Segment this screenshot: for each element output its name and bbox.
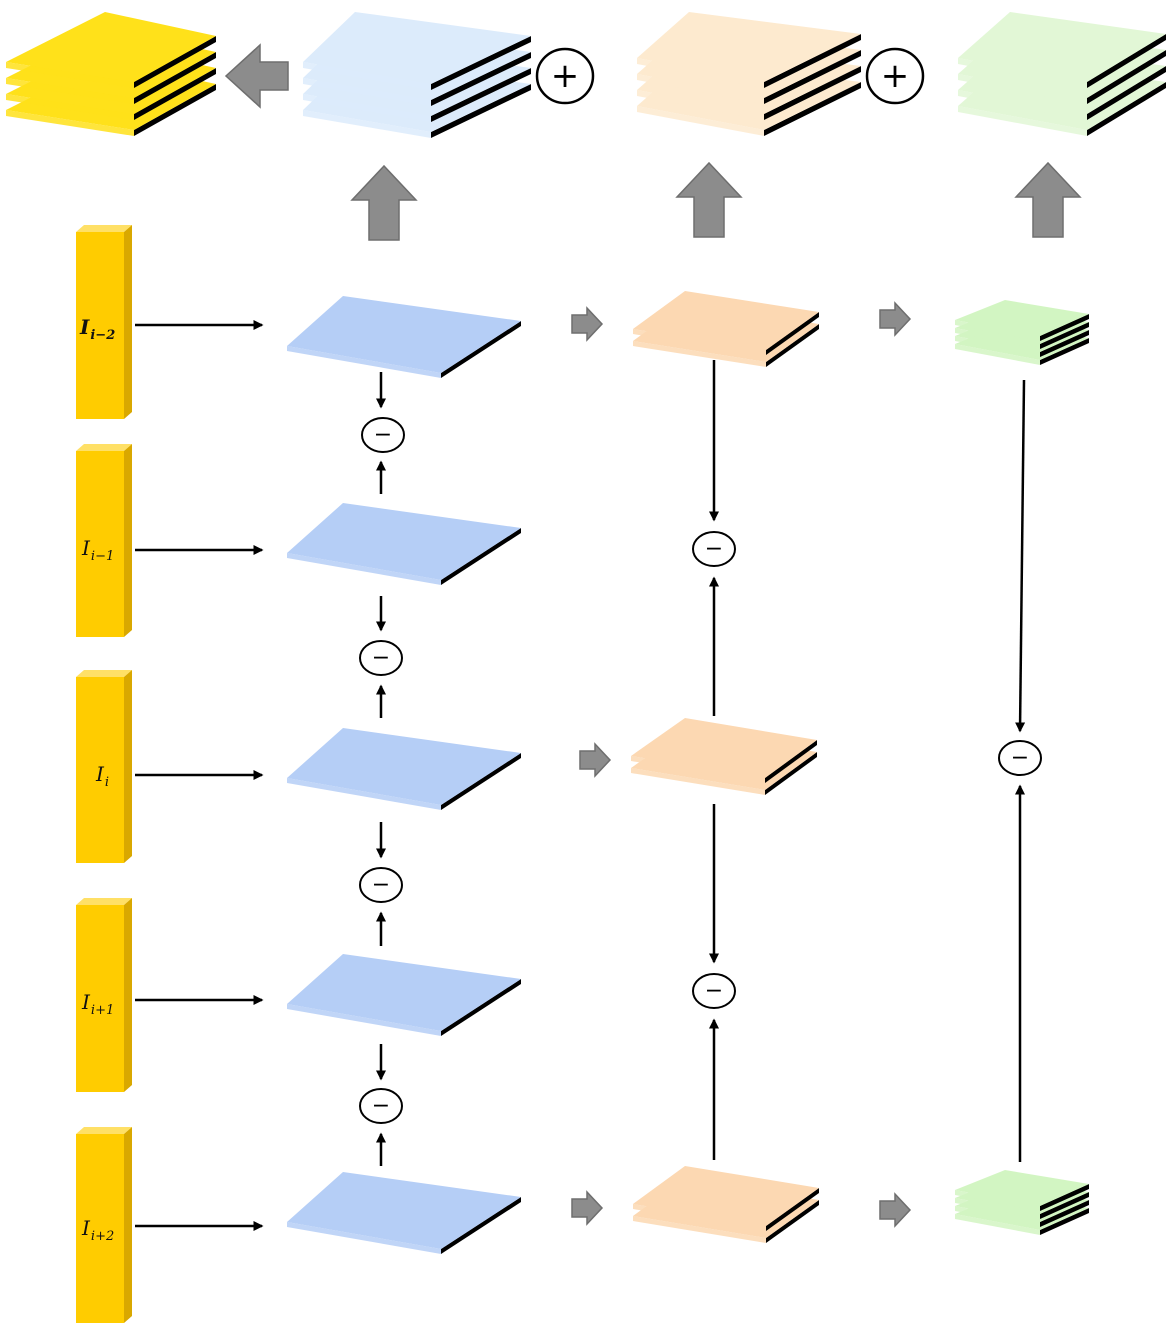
frame-label-3: Ii xyxy=(96,762,109,790)
up-arrow-orange xyxy=(675,161,743,238)
up-arrow-green xyxy=(1014,161,1082,238)
orange-feature-stack-1-layer xyxy=(633,291,819,355)
blue-feature-map-1 xyxy=(287,296,521,378)
aggregate-stack-blue xyxy=(303,12,531,138)
add-operator-2: + xyxy=(865,47,925,105)
frame-label-2-base: I xyxy=(82,536,90,560)
frame-bar-i-minus-2 xyxy=(76,225,132,419)
add-operator-2-symbol: + xyxy=(881,56,910,96)
blue-feature-map-5 xyxy=(287,1172,521,1254)
subtract-operator-blue-3-symbol: − xyxy=(372,873,390,898)
aggregate-stack-blue-layer xyxy=(303,12,531,90)
subtract-operator-blue-1-symbol: − xyxy=(374,423,392,448)
output-stack-yellow-layer xyxy=(6,12,216,88)
frame-bar-i-plus-1 xyxy=(76,898,132,1092)
orange-feature-stack-1 xyxy=(633,291,819,367)
green-feature-stack-5-layer xyxy=(955,1170,1089,1211)
subtract-operator-blue-4-symbol: − xyxy=(372,1094,390,1119)
left-arrow-output xyxy=(224,43,289,109)
orange-feature-stack-5 xyxy=(633,1166,819,1243)
blue-feature-map-1-layer xyxy=(287,296,521,378)
subtract-operator-green-1-symbol: − xyxy=(1011,746,1029,771)
gray-small-arrows xyxy=(571,301,912,1228)
subtract-operator-blue-3: − xyxy=(359,867,403,903)
aggregate-stack-orange-layer xyxy=(637,12,861,88)
add-operator-1: + xyxy=(535,47,595,105)
gray-up-arrows xyxy=(224,43,1082,241)
small-arrow-1 xyxy=(571,306,604,342)
blue-feature-map-2 xyxy=(287,503,521,585)
orange-feature-stack-5-layer xyxy=(633,1166,819,1231)
blue-feature-map-4-layer xyxy=(287,954,521,1036)
frame-to-feature-arrows xyxy=(135,320,264,1231)
frame-label-1: Ii−2 xyxy=(80,315,115,343)
feature-stacks xyxy=(6,12,1166,1254)
green-feature-stack-1-layer xyxy=(955,300,1089,341)
subtract-operator-blue-4: − xyxy=(359,1088,403,1124)
frame-label-1-base: I xyxy=(80,315,90,339)
up-arrow-blue xyxy=(350,164,418,241)
aggregate-stack-green xyxy=(958,12,1166,136)
subtract-operator-blue-2: − xyxy=(359,640,403,676)
blue-feature-map-4 xyxy=(287,954,521,1036)
output-stack-yellow xyxy=(6,12,216,136)
small-arrow-5 xyxy=(879,1192,912,1228)
frame-label-2-sub: i−1 xyxy=(90,549,115,564)
subtract-operator-green-1: − xyxy=(998,740,1042,776)
frame-bars xyxy=(76,225,132,1323)
subtract-operator-orange-2: − xyxy=(692,973,736,1009)
blue-feature-map-3-layer xyxy=(287,728,521,810)
frame-label-4: Ii+1 xyxy=(82,990,114,1018)
frame-label-3-base: I xyxy=(96,762,104,786)
green-feature-stack-5 xyxy=(955,1170,1089,1235)
blue-feature-map-2-layer xyxy=(287,503,521,585)
frame-label-2: Ii−1 xyxy=(82,536,114,564)
blue-feature-map-5-layer xyxy=(287,1172,521,1254)
small-arrow-4 xyxy=(571,1190,604,1226)
operator-circles: + + − − − − − − − xyxy=(359,47,1042,1124)
frame-bar-i-minus-1 xyxy=(76,444,132,637)
subtract-operator-orange-1: − xyxy=(692,531,736,567)
frame-label-3-sub: i xyxy=(104,775,110,790)
frame-label-4-base: I xyxy=(82,990,90,1014)
green-feature-stack-1 xyxy=(955,300,1089,365)
aggregate-stack-green-layer xyxy=(958,12,1166,88)
frame-label-4-sub: i+1 xyxy=(90,1003,115,1018)
blue-feature-map-3 xyxy=(287,728,521,810)
add-operator-1-symbol: + xyxy=(551,56,580,96)
orange-feature-stack-3-layer xyxy=(631,718,817,783)
aggregate-stack-orange xyxy=(637,12,861,136)
subtract-operator-orange-2-symbol: − xyxy=(705,979,723,1004)
orange-feature-stack-3 xyxy=(631,718,817,795)
frame-bar-i-plus-2 xyxy=(76,1127,132,1323)
frame-label-5-base: I xyxy=(82,1216,90,1240)
green-difference-arrows xyxy=(1015,379,1026,1162)
frame-bar-i xyxy=(76,670,132,863)
subtract-operator-orange-1-symbol: − xyxy=(705,537,723,562)
small-arrow-3 xyxy=(579,742,612,778)
frame-label-5-sub: i+2 xyxy=(90,1229,115,1244)
small-arrow-2 xyxy=(879,301,912,337)
frame-label-1-sub: i−2 xyxy=(90,328,116,343)
subtract-operator-blue-1: − xyxy=(361,417,405,453)
subtract-operator-blue-2-symbol: − xyxy=(372,646,390,671)
frame-label-5: Ii+2 xyxy=(82,1216,114,1244)
